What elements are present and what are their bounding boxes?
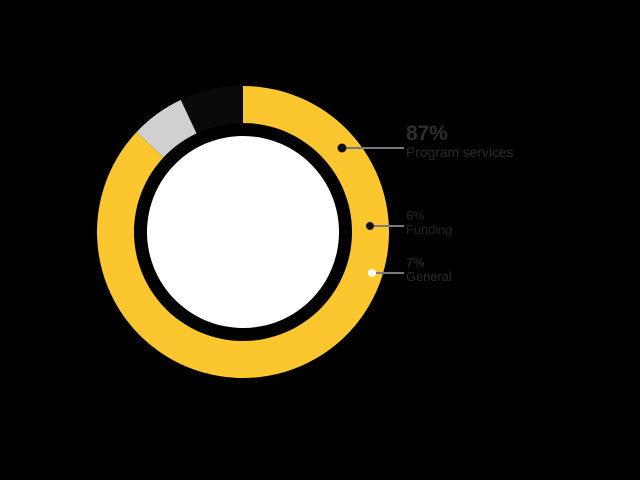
leader-dot-funding: [366, 222, 374, 230]
callout-percent-general: 7%: [406, 255, 425, 270]
callout-percent-program-services: 87%: [406, 122, 448, 145]
donut-slice-general[interactable]: [180, 86, 243, 134]
donut-slice-funding[interactable]: [136, 99, 197, 158]
leader-dot-general: [368, 269, 376, 277]
callout-name-program-services: Program services: [406, 144, 514, 160]
callout-label-general: 7% General: [406, 256, 452, 283]
callout-percent-funding: 6%: [406, 208, 425, 223]
callout-label-program-services: 87% Program services: [406, 123, 513, 159]
donut-center-hole: [147, 136, 339, 328]
leader-dot-program-services: [337, 143, 347, 153]
callout-name-general: General: [406, 269, 452, 284]
callout-name-funding: Funding: [406, 222, 453, 237]
callout-label-funding: 6% Funding: [406, 209, 452, 236]
